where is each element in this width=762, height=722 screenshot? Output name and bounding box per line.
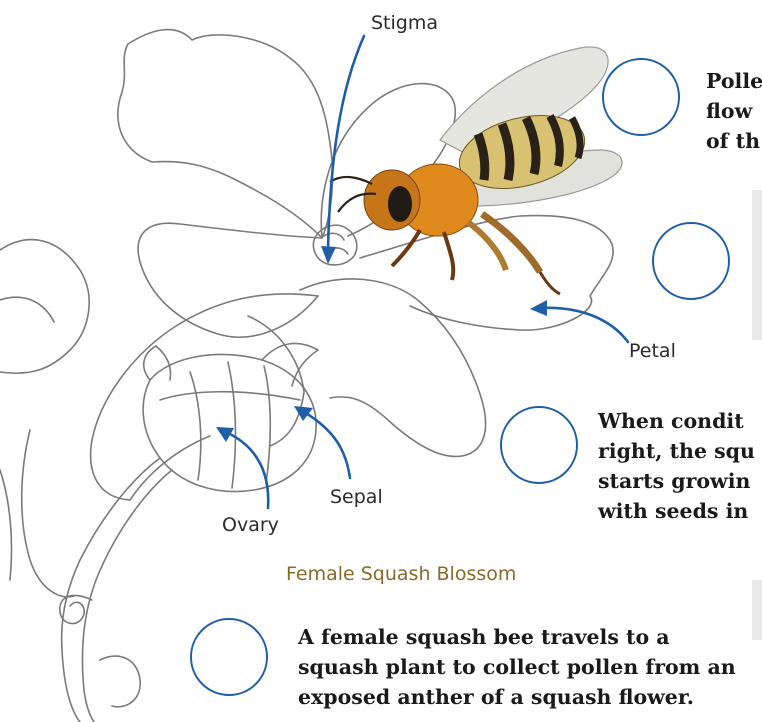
text-line: with seeds in [598, 496, 755, 526]
ovary-sketch [143, 354, 316, 491]
step-circle-pollen [602, 58, 680, 136]
upper-left-petal [118, 30, 333, 238]
step-circle-empty [652, 222, 730, 300]
flower-center [313, 225, 356, 265]
label-sepal: Sepal [330, 486, 383, 508]
figure-caption: Female Squash Blossom [286, 563, 516, 585]
right-petal [360, 216, 613, 331]
ovary-arrow [226, 432, 268, 508]
text-line: flow [706, 96, 762, 126]
text-line: squash plant to collect pollen from an [298, 652, 736, 682]
step-text-pollen: Polle flow of th [706, 66, 762, 156]
bee-eye [388, 186, 412, 222]
text-line: Polle [706, 66, 762, 96]
text-line: right, the squ [598, 436, 755, 466]
step-text-travel: A female squash bee travels to a squash … [298, 622, 736, 712]
text-line: When condit [598, 406, 755, 436]
right-edge-divider [752, 190, 762, 340]
sepal-arrow [304, 412, 350, 478]
text-line: of th [706, 126, 762, 156]
petal-arrowhead [530, 300, 547, 316]
text-line: starts growin [598, 466, 755, 496]
step-circle-growth [500, 406, 578, 484]
text-line: exposed anther of a squash flower. [298, 682, 736, 712]
sepal-sketch [262, 343, 318, 386]
step-circle-travel [190, 618, 268, 696]
label-stigma: Stigma [371, 12, 438, 34]
bee-illustration [330, 47, 622, 294]
left-petal [138, 223, 322, 337]
right-edge-divider [752, 580, 762, 640]
petal-arrow [540, 308, 628, 342]
label-petal: Petal [629, 340, 676, 362]
label-ovary: Ovary [222, 514, 279, 536]
text-line: A female squash bee travels to a [298, 622, 736, 652]
step-text-growth: When condit right, the squ starts growin… [598, 406, 755, 526]
stigma-arrow [328, 36, 364, 250]
